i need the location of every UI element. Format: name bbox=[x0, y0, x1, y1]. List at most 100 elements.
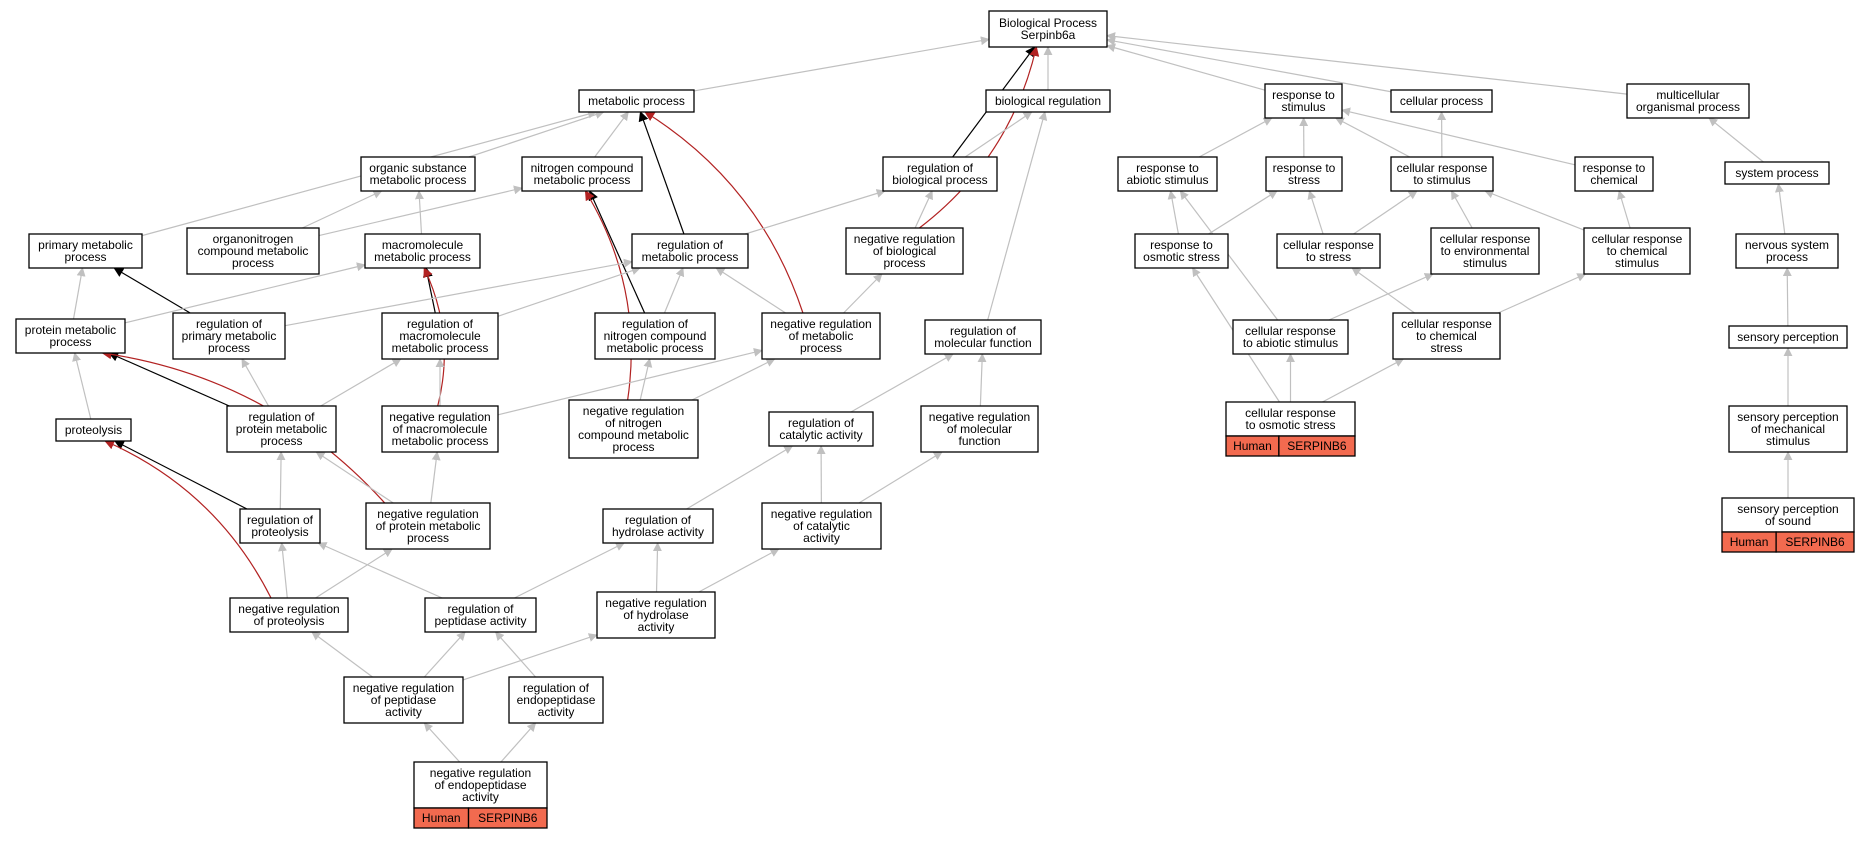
node-label-line: process bbox=[260, 434, 302, 448]
edge-reg_cat-to-reg_mol bbox=[850, 353, 954, 413]
node-cellular[interactable]: cellular process bbox=[1390, 89, 1493, 113]
node-box bbox=[920, 405, 1039, 453]
edge-reg_nitro-to-nitro bbox=[588, 190, 646, 314]
gene-tag-box bbox=[1775, 531, 1855, 553]
edge-cell_resp_env-to-cell_resp_stim bbox=[1450, 190, 1473, 229]
node-sensory[interactable]: sensory perception bbox=[1728, 325, 1848, 349]
edge-cell_resp_stim-to-resp_stim bbox=[1334, 117, 1411, 158]
node-system[interactable]: system process bbox=[1724, 161, 1830, 185]
node-label-line: catalytic activity bbox=[779, 428, 862, 442]
node-metabolic[interactable]: metabolic process bbox=[578, 89, 695, 113]
node-box bbox=[596, 591, 716, 639]
node-box bbox=[1264, 83, 1343, 119]
edge-cellular-to-bp bbox=[1106, 36, 1392, 93]
node-label-line: chemical bbox=[1590, 173, 1637, 187]
node-label-line: cellular response bbox=[1401, 317, 1492, 331]
edge-cell_resp_stress-to-resp_stress bbox=[1307, 190, 1324, 235]
species-tag-label: Human bbox=[422, 811, 461, 825]
node-box bbox=[988, 10, 1108, 48]
node-label-line: organic substance bbox=[369, 161, 467, 175]
edge-reg_hydro-to-reg_cat bbox=[686, 445, 794, 510]
node-label-line: of molecular bbox=[947, 422, 1012, 436]
node-box bbox=[768, 411, 874, 447]
node-label-line: sensory perception bbox=[1737, 410, 1838, 424]
node-box bbox=[55, 418, 132, 442]
node-proteolysis[interactable]: proteolysis bbox=[55, 418, 132, 442]
node-label-line: metabolic process bbox=[392, 434, 489, 448]
node-label-line: Biological Process bbox=[999, 16, 1097, 30]
node-label-line: negative regulation bbox=[377, 507, 478, 521]
gene-tag-label: SERPINB6 bbox=[1287, 439, 1347, 453]
node-label-line: process bbox=[1766, 250, 1808, 264]
edge-nitro-to-metabolic bbox=[594, 111, 629, 158]
edge-cell_resp_stress-to-cell_resp_stim bbox=[1353, 190, 1418, 235]
node-label-line: peptidase activity bbox=[434, 614, 526, 628]
node-label-line: regulation of bbox=[447, 602, 514, 616]
edge-neg_reg_proteolysis-to-neg_reg_protein bbox=[315, 548, 393, 599]
node-label-line: to stimulus bbox=[1413, 173, 1470, 187]
node-box bbox=[365, 502, 491, 550]
node-bioreg[interactable]: biological regulation bbox=[985, 89, 1111, 113]
node-box bbox=[1134, 233, 1229, 269]
node-box bbox=[594, 312, 716, 360]
node-label-line: negative regulation bbox=[854, 232, 955, 246]
node-label-line: activity bbox=[462, 790, 499, 804]
node-label-line: function bbox=[958, 434, 1000, 448]
node-label-line: primary metabolic bbox=[182, 329, 277, 343]
node-box bbox=[578, 89, 695, 113]
edge-neg_reg_proteolysis-to-reg_proteolysis bbox=[278, 542, 288, 599]
node-label-line: to environmental bbox=[1441, 244, 1530, 258]
node-label-line: proteolysis bbox=[65, 423, 122, 437]
edge-nervous-to-system bbox=[1774, 183, 1786, 235]
gene-tag-box bbox=[467, 807, 548, 829]
node-label-line: stress bbox=[1288, 173, 1320, 187]
